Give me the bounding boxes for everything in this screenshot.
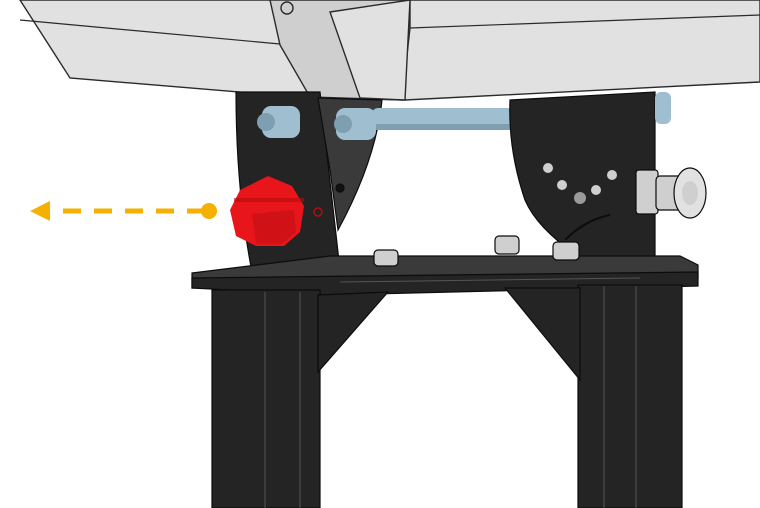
- housing-screw-icon: [280, 1, 294, 15]
- gusset-left: [317, 291, 390, 374]
- right-bracket: [509, 91, 656, 276]
- bolt-head-right: [655, 92, 671, 124]
- plate-bolt: [494, 235, 520, 255]
- stand-leg-right: [577, 284, 683, 508]
- bolt-head-middle: [334, 108, 376, 140]
- upper-housing: [19, 0, 760, 101]
- stand-top-plate: [191, 255, 699, 296]
- bolt-head-left: [257, 106, 300, 138]
- arrow-origin-dot: [201, 203, 217, 219]
- plate-bolt: [552, 241, 580, 261]
- red-star-knob: [230, 176, 304, 246]
- plate-bolt: [373, 249, 399, 267]
- side-fitting-right: [635, 167, 707, 219]
- stand-leg-left: [211, 289, 321, 508]
- dashed-arrow-left-icon: [30, 201, 217, 221]
- gusset-right: [503, 287, 581, 382]
